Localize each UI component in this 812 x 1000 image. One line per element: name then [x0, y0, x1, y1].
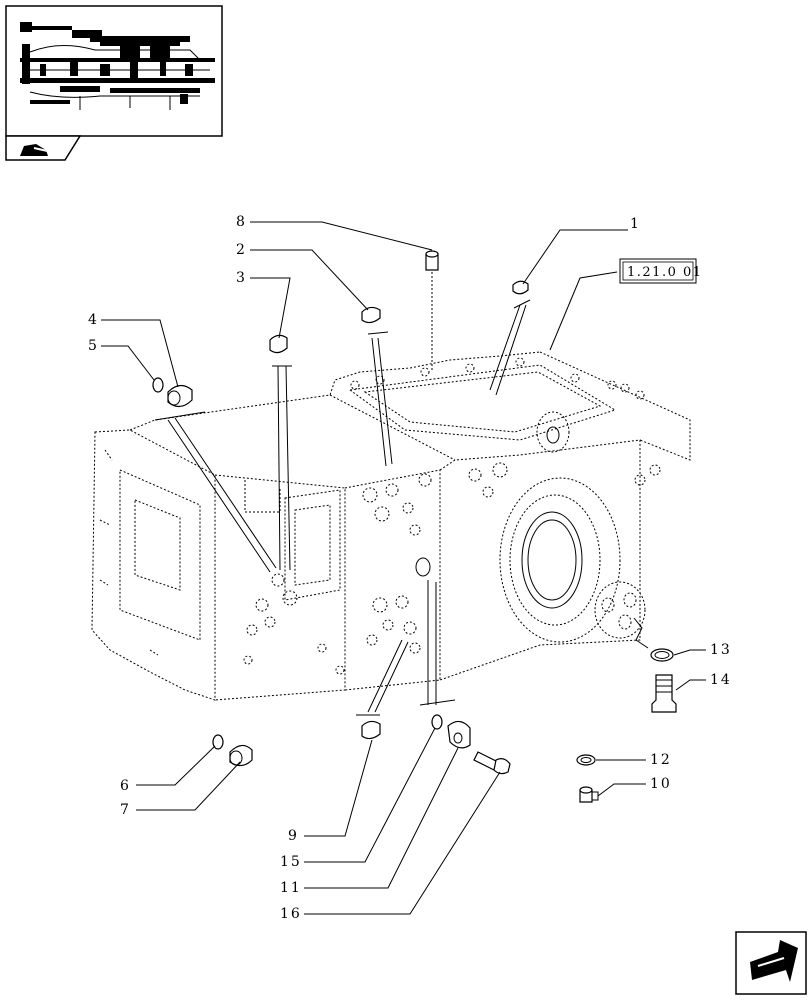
reference-box[interactable]: 1.21.0 01 — [619, 258, 703, 284]
callout-10[interactable]: 10 — [650, 776, 672, 792]
callout-4[interactable]: 4 — [88, 312, 99, 328]
part-seal-ring-15[interactable] — [431, 714, 443, 730]
part-seal-ring-13[interactable] — [650, 648, 674, 662]
part-cap-7[interactable] — [229, 744, 253, 767]
part-plug-9[interactable] — [361, 720, 381, 740]
callout-labels: 1 2 3 4 5 6 7 8 9 10 11 12 13 14 15 16 — [88, 214, 732, 922]
part-cap-4[interactable] — [167, 384, 193, 408]
part-bolt-16[interactable] — [473, 751, 511, 775]
callout-15[interactable]: 15 — [280, 854, 302, 870]
callout-16[interactable]: 16 — [280, 906, 302, 922]
part-fitting-14[interactable] — [651, 674, 677, 713]
callout-5[interactable]: 5 — [88, 338, 99, 354]
part-seal-ring-6[interactable] — [212, 734, 224, 750]
part-pin-8[interactable] — [425, 250, 439, 271]
part-washer-12[interactable] — [576, 754, 596, 766]
part-plug-2[interactable] — [361, 306, 381, 324]
thumbnail-overview[interactable] — [5, 5, 223, 137]
part-bolt-10[interactable] — [579, 786, 599, 803]
callout-11[interactable]: 11 — [280, 880, 302, 896]
callout-3[interactable]: 3 — [236, 270, 247, 286]
callout-6[interactable]: 6 — [120, 778, 131, 794]
part-seal-ring-5[interactable] — [152, 377, 164, 393]
callout-14[interactable]: 14 — [710, 672, 732, 688]
reference-label: 1.21.0 01 — [627, 265, 703, 280]
part-flange-11[interactable] — [447, 720, 471, 749]
next-page-button[interactable] — [735, 931, 807, 995]
callout-9[interactable]: 9 — [288, 828, 299, 844]
transmission-housing — [91, 351, 691, 701]
part-plug-3[interactable] — [269, 334, 288, 354]
part-plug-1[interactable] — [512, 280, 529, 295]
nav-tab[interactable] — [5, 135, 82, 161]
callout-8[interactable]: 8 — [236, 214, 247, 230]
callout-1[interactable]: 1 — [630, 216, 641, 232]
callout-7[interactable]: 7 — [120, 802, 131, 818]
callout-13[interactable]: 13 — [710, 642, 732, 658]
tractor-icon — [20, 144, 48, 156]
leader-lines — [101, 221, 706, 915]
callout-2[interactable]: 2 — [236, 242, 247, 258]
callout-12[interactable]: 12 — [650, 752, 672, 768]
